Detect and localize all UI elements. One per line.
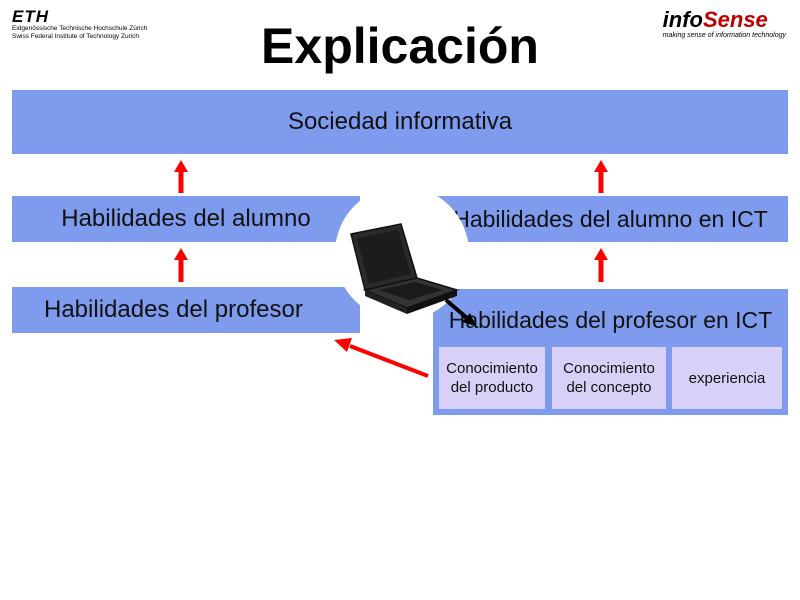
- arrow-diagonal-icon: [334, 338, 429, 378]
- eth-logo-line1: Eidgenössische Technische Hochschule Zür…: [12, 25, 148, 32]
- box-habilidades-alumno: Habilidades del alumno: [12, 196, 360, 242]
- slide-title: Explicación: [261, 18, 539, 74]
- arrow-up-icon: [594, 248, 608, 282]
- eth-logo-line2: Swiss Federal Institute of Technology Zu…: [12, 33, 140, 40]
- laptop-icon: [335, 186, 470, 321]
- sub-experiencia: experiencia: [672, 347, 782, 409]
- infosense-tagline: making sense of information technology: [662, 32, 786, 39]
- box-habilidades-profesor-ict-label: Habilidades del profesor en ICT: [448, 307, 773, 333]
- arrow-laptop-icon: [444, 298, 476, 326]
- sub-conocimiento-producto-line2: del producto: [450, 379, 534, 396]
- eth-logo-mark: ETH: [12, 7, 49, 26]
- box-habilidades-profesor: Habilidades del profesor: [12, 287, 360, 333]
- sub-conocimiento-concepto: Conocimiento del concepto: [552, 347, 666, 409]
- arrow-up-icon: [594, 160, 608, 193]
- box-habilidades-alumno-ict: Habilidades del alumno en ICT: [433, 196, 788, 242]
- box-habilidades-profesor-ict: Habilidades del profesor en ICT Conocimi…: [433, 289, 788, 415]
- sub-conocimiento-producto: Conocimiento del producto: [439, 347, 545, 409]
- infosense-logo-mark-a: info: [662, 7, 703, 32]
- sub-experiencia-label: experiencia: [688, 369, 766, 387]
- arrow-up-icon: [174, 160, 188, 193]
- infosense-logo-mark-b: Sense: [702, 7, 768, 32]
- infosense-logo: infoSense making sense of information te…: [662, 8, 786, 40]
- sub-conocimiento-producto-line1: Conocimiento: [446, 360, 538, 377]
- sub-conocimiento-concepto-line1: Conocimiento: [563, 360, 655, 377]
- box-sociedad-informativa: Sociedad informativa: [12, 90, 788, 154]
- arrow-up-icon: [174, 248, 188, 282]
- sub-conocimiento-concepto-line2: del concepto: [566, 379, 652, 396]
- eth-logo: ETH Eidgenössische Technische Hochschule…: [12, 8, 147, 41]
- infosense-logo-mark: infoSense: [663, 8, 786, 32]
